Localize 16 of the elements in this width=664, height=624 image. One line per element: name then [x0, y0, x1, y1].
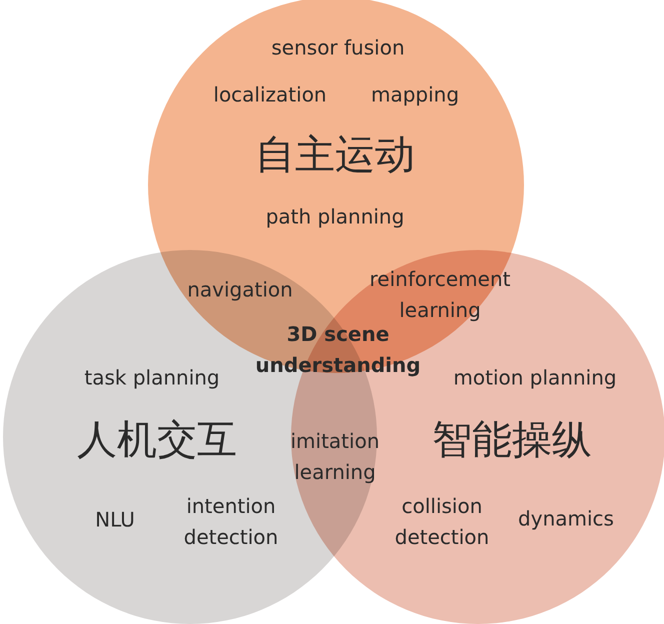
topic-label: mapping [370, 82, 460, 108]
overlap-label: reinforcement learning [368, 266, 512, 324]
topic-label: localization [213, 82, 327, 108]
overlap-label: imitation learning [289, 428, 380, 486]
topic-label: motion planning [453, 364, 617, 392]
topic-label: sensor fusion [271, 34, 405, 62]
circle-title: 智能操纵 [432, 416, 592, 464]
circle-title: 人机交互 [77, 416, 237, 464]
topic-label: intention detection [182, 493, 280, 551]
topic-label: task planning [84, 364, 220, 392]
circle-title: 自主运动 [255, 131, 415, 179]
topic-label: dynamics [518, 506, 614, 532]
topic-label: collision detection [394, 493, 490, 551]
topic-label: path planning [266, 204, 404, 230]
topic-label: NLU [95, 506, 135, 534]
overlap-label: navigation [187, 276, 293, 304]
